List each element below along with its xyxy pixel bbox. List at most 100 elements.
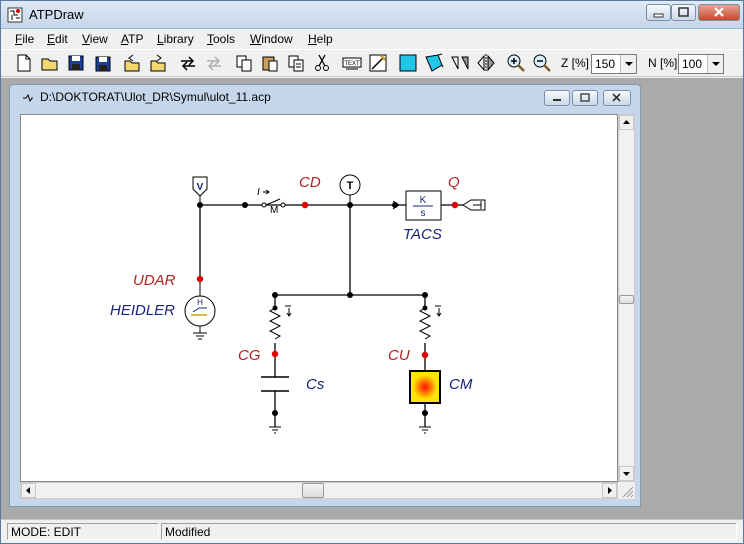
edit-line-button[interactable] [367, 52, 389, 74]
node-label-cu: CU [388, 347, 410, 364]
copy-button[interactable] [233, 52, 255, 74]
menu-file[interactable]: File [15, 32, 35, 46]
menu-tools[interactable]: Tools [207, 32, 236, 46]
zoom-select[interactable]: 150 [591, 54, 637, 74]
duplicate-button[interactable] [285, 52, 307, 74]
open-button[interactable] [39, 52, 61, 74]
rotate-button[interactable] [449, 52, 471, 74]
zoom-out-button[interactable] [531, 52, 553, 74]
duplicate-icon [288, 55, 304, 72]
menu-library[interactable]: Library [157, 32, 194, 46]
arc-model-cm[interactable] [409, 370, 441, 434]
svg-text:K: K [420, 195, 427, 206]
select-rect-button[interactable] [397, 52, 419, 74]
junction-nodes [197, 202, 428, 416]
node-label-cd: CD [299, 174, 321, 191]
close-icon [714, 7, 724, 17]
vertical-scroll-thumb[interactable] [619, 295, 634, 304]
resistor-cg[interactable] [268, 305, 292, 340]
import-button[interactable] [121, 52, 143, 74]
circuit-doc-icon [23, 93, 33, 103]
maximize-icon [678, 7, 689, 17]
component-label-cm: CM [449, 376, 473, 393]
undo-button[interactable] [177, 52, 199, 74]
scroll-down-button[interactable] [619, 466, 634, 481]
menu-window[interactable]: Window [250, 32, 293, 46]
labeled-nodes [196, 201, 459, 359]
rotate-icon [451, 56, 469, 70]
heidler-source[interactable]: H [184, 279, 216, 340]
node-label: N [%] [648, 56, 678, 70]
circuit-diagram: V I M T [110, 174, 486, 434]
maximize-button[interactable] [671, 4, 696, 21]
doc-maximize-button[interactable] [572, 90, 598, 106]
current-probe[interactable]: T [339, 174, 361, 205]
copy-icon [236, 55, 252, 72]
zoom-in-button[interactable] [505, 52, 527, 74]
resize-grip-icon [622, 486, 634, 498]
component-label-heidler: HEIDLER [110, 302, 175, 319]
paste-button[interactable] [259, 52, 281, 74]
scroll-left-button[interactable] [21, 483, 36, 498]
select-rect-icon [399, 54, 417, 72]
cut-button[interactable] [311, 52, 333, 74]
chevron-down-icon [620, 55, 636, 73]
save-icon [68, 55, 84, 71]
vertical-scrollbar[interactable] [618, 114, 635, 482]
save-button[interactable] [65, 52, 87, 74]
node-size-select[interactable]: 100 [678, 54, 724, 74]
menu-atp[interactable]: ATP [121, 32, 144, 46]
minimize-icon [653, 13, 664, 18]
import-icon [124, 54, 140, 72]
menu-view[interactable]: View [82, 32, 108, 46]
select-polygon-button[interactable] [423, 52, 445, 74]
menu-help[interactable]: Help [308, 32, 333, 46]
maximize-icon [580, 93, 590, 102]
flip-icon [477, 54, 495, 72]
arrow-right-icon [608, 487, 612, 494]
close-button[interactable] [698, 4, 740, 21]
edit-line-icon [369, 54, 387, 72]
horizontal-scrollbar[interactable] [20, 482, 618, 499]
scroll-up-button[interactable] [619, 115, 634, 130]
export-button[interactable] [147, 52, 169, 74]
arrow-up-icon [623, 120, 630, 124]
redo-button[interactable] [203, 52, 225, 74]
svg-text:s: s [421, 208, 426, 219]
node-label-udar: UDAR [133, 272, 176, 289]
zoom-value: 150 [595, 57, 616, 71]
node-label-cg: CG [238, 347, 261, 364]
time-switch[interactable]: I M [257, 187, 286, 216]
flip-button[interactable] [475, 52, 497, 74]
title-bar[interactable]: ATPDraw [1, 1, 743, 29]
svg-text:M: M [270, 205, 278, 216]
circuit-canvas[interactable]: V I M T [20, 114, 618, 482]
capacitor-cs[interactable] [261, 376, 289, 434]
app-icon [7, 7, 23, 23]
text-button[interactable]: TEXT [341, 52, 363, 74]
svg-text:T: T [347, 180, 354, 192]
horizontal-scroll-thumb[interactable] [302, 483, 324, 498]
redo-icon [207, 56, 221, 71]
resize-grip[interactable] [618, 482, 635, 499]
save-all-button[interactable] [91, 52, 113, 74]
zoom-label: Z [%] [561, 56, 590, 70]
doc-minimize-button[interactable] [544, 90, 570, 106]
svg-text:V: V [197, 182, 204, 193]
cut-icon [315, 54, 329, 71]
minimize-button[interactable] [646, 4, 671, 21]
tacs-output[interactable] [462, 199, 486, 211]
paste-icon [262, 56, 278, 72]
doc-close-button[interactable] [603, 90, 631, 106]
status-mode: MODE: EDIT [7, 523, 159, 540]
voltage-probe[interactable]: V [192, 176, 208, 205]
new-file-button[interactable] [13, 52, 35, 74]
resistor-cu[interactable] [418, 305, 442, 340]
tacs-block[interactable]: K s [405, 190, 442, 221]
minimize-icon [553, 99, 561, 101]
menu-edit[interactable]: Edit [47, 32, 68, 46]
app-title: ATPDraw [29, 7, 84, 22]
svg-text:I: I [257, 187, 260, 198]
scroll-right-button[interactable] [602, 483, 617, 498]
